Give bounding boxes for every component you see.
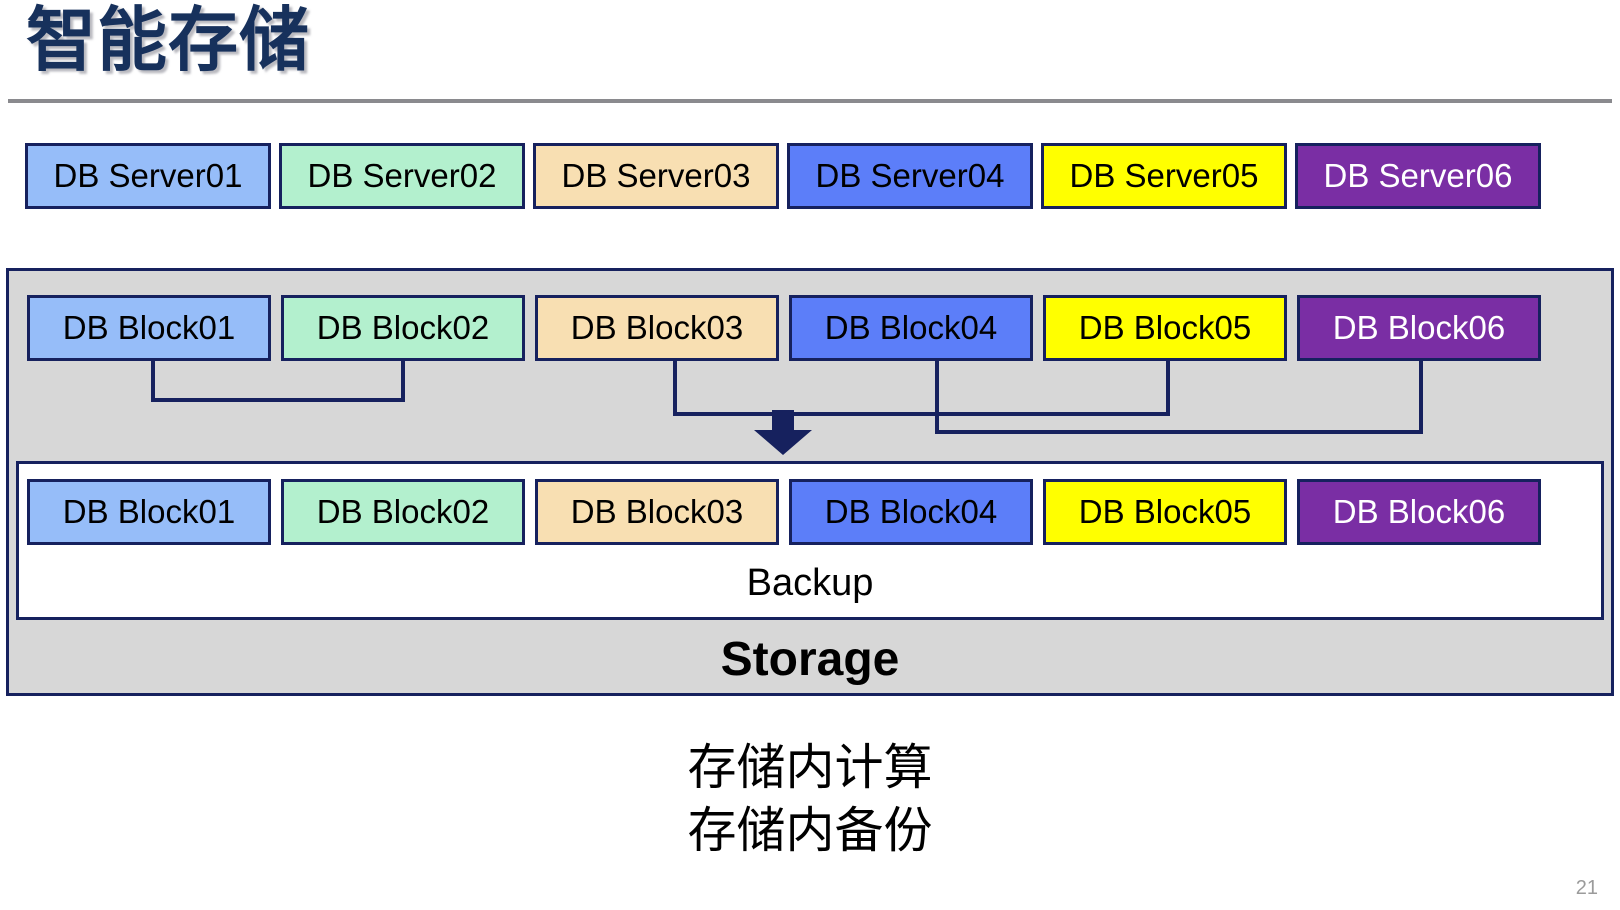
bracket-block01-block02-left-leg	[151, 361, 155, 398]
db-block-backup-label: DB Block04	[824, 493, 998, 530]
title-divider	[8, 99, 1612, 103]
bracket-block03-block05-right-leg	[1166, 361, 1170, 412]
db-block-backup-5[interactable]: DB Block05	[1043, 479, 1287, 545]
page-title: 智能存储	[26, 1, 310, 79]
db-block-top-label: DB Block04	[824, 309, 998, 346]
bracket-block01-block02-right-leg	[401, 361, 405, 398]
caption-block: 存储内计算 存储内备份	[0, 737, 1620, 862]
db-server-label: DB Server01	[53, 157, 243, 194]
db-server-6[interactable]: DB Server06	[1295, 143, 1541, 209]
db-server-4[interactable]: DB Server04	[787, 143, 1033, 209]
db-block-top-4[interactable]: DB Block04	[789, 295, 1033, 361]
db-block-backup-label: DB Block01	[62, 493, 236, 530]
db-server-label: DB Server05	[1069, 157, 1259, 194]
db-block-top-label: DB Block06	[1332, 309, 1506, 346]
db-block-top-label: DB Block01	[62, 309, 236, 346]
db-block-backup-label: DB Block03	[570, 493, 744, 530]
db-block-top-3[interactable]: DB Block03	[535, 295, 779, 361]
db-block-top-2[interactable]: DB Block02	[281, 295, 525, 361]
bracket-block01-block02-join	[151, 398, 405, 402]
db-server-3[interactable]: DB Server03	[533, 143, 779, 209]
db-block-backup-label: DB Block06	[1332, 493, 1506, 530]
bracket-block04-block06-right-leg	[1419, 361, 1423, 430]
flow-arrow-down-icon	[752, 410, 814, 456]
db-server-label: DB Server02	[307, 157, 497, 194]
db-server-2[interactable]: DB Server02	[279, 143, 525, 209]
db-server-1[interactable]: DB Server01	[25, 143, 271, 209]
db-server-label: DB Server04	[815, 157, 1005, 194]
backup-label: Backup	[746, 562, 874, 604]
page-number: 21	[1575, 877, 1598, 899]
db-block-backup-label: DB Block02	[316, 493, 490, 530]
db-block-backup-label: DB Block05	[1078, 493, 1252, 530]
db-block-top-label: DB Block05	[1078, 309, 1252, 346]
caption-line-1: 存储内计算	[687, 741, 933, 795]
db-block-backup-1[interactable]: DB Block01	[27, 479, 271, 545]
bracket-block04-block06-join	[935, 430, 1423, 434]
storage-label: Storage	[720, 633, 900, 686]
db-block-top-1[interactable]: DB Block01	[27, 295, 271, 361]
db-block-top-6[interactable]: DB Block06	[1297, 295, 1541, 361]
db-block-backup-2[interactable]: DB Block02	[281, 479, 525, 545]
db-block-backup-6[interactable]: DB Block06	[1297, 479, 1541, 545]
bracket-block03-block05-left-leg	[673, 361, 677, 412]
db-block-top-5[interactable]: DB Block05	[1043, 295, 1287, 361]
db-block-top-label: DB Block02	[316, 309, 490, 346]
db-server-label: DB Server06	[1323, 157, 1513, 194]
db-server-label: DB Server03	[561, 157, 751, 194]
db-block-top-label: DB Block03	[570, 309, 744, 346]
db-block-backup-4[interactable]: DB Block04	[789, 479, 1033, 545]
bracket-block04-block06-left-leg	[935, 361, 939, 430]
db-block-backup-3[interactable]: DB Block03	[535, 479, 779, 545]
bracket-block03-block05-join	[673, 412, 1170, 416]
db-server-5[interactable]: DB Server05	[1041, 143, 1287, 209]
caption-line-2: 存储内备份	[687, 803, 933, 858]
